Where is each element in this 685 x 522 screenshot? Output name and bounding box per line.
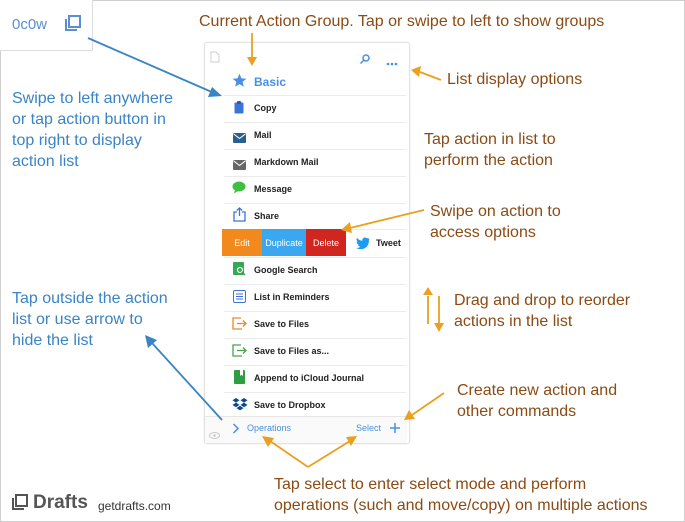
action-label: Google Search bbox=[254, 265, 318, 275]
operations-button[interactable]: Operations bbox=[247, 423, 292, 433]
eye-icon[interactable] bbox=[209, 426, 220, 444]
note-tap-action-1: Tap action in list to bbox=[424, 131, 556, 148]
word-count: 0c0w bbox=[12, 16, 48, 33]
drafts-logo-icon bbox=[12, 494, 28, 515]
action-row-message[interactable] bbox=[224, 176, 406, 204]
action-row-copy[interactable] bbox=[224, 95, 406, 123]
action-list-footer bbox=[205, 416, 407, 443]
list-display-options-icon[interactable] bbox=[386, 54, 398, 72]
action-label: Save to Files bbox=[254, 319, 310, 329]
share-icon bbox=[233, 207, 246, 227]
action-row-share[interactable] bbox=[224, 203, 406, 231]
note-swipe-left-4: action list bbox=[12, 153, 79, 170]
action-row-save-to-dropbox[interactable] bbox=[224, 392, 406, 420]
action-label: Save to Files as... bbox=[254, 346, 330, 356]
action-label: Share bbox=[254, 211, 280, 221]
document-icon bbox=[210, 50, 220, 68]
note-outside-3: hide the list bbox=[12, 332, 93, 349]
google-search-icon bbox=[233, 262, 246, 281]
brand-name: Drafts bbox=[33, 492, 88, 513]
note-outside-1: Tap outside the action bbox=[12, 290, 168, 307]
note-swipe-left-3: top right to display bbox=[12, 132, 142, 149]
note-display-options: List display options bbox=[447, 71, 583, 88]
current-action-group: Basic bbox=[254, 75, 287, 89]
plus-icon[interactable] bbox=[389, 421, 401, 439]
note-outside-2: list or use arrow to bbox=[12, 311, 143, 328]
action-row-save-to-files[interactable] bbox=[224, 311, 406, 339]
duplicate-button[interactable]: Duplicate bbox=[262, 229, 306, 256]
note-select-1: Tap select to enter select mode and perf… bbox=[274, 476, 587, 493]
note-swipe-left-1: Swipe to left anywhere bbox=[12, 90, 173, 107]
action-label: List in Reminders bbox=[254, 292, 330, 302]
search-icon[interactable] bbox=[359, 52, 371, 70]
list-icon bbox=[233, 290, 246, 308]
note-select-2: operations (such and move/copy) on multi… bbox=[274, 497, 648, 514]
star-icon bbox=[232, 73, 247, 93]
action-row-save-to-files-as[interactable] bbox=[224, 338, 406, 366]
copy-icon bbox=[234, 101, 244, 119]
note-drag-1: Drag and drop to reorder bbox=[454, 292, 631, 309]
note-drag-2: actions in the list bbox=[454, 313, 573, 330]
action-row-google-search[interactable] bbox=[224, 257, 406, 285]
journal-icon bbox=[234, 370, 245, 389]
save-files-as-icon bbox=[232, 344, 247, 362]
save-files-icon bbox=[232, 317, 247, 335]
note-create-1: Create new action and bbox=[457, 382, 618, 399]
message-icon bbox=[232, 181, 246, 199]
action-label: Tweet bbox=[376, 238, 401, 248]
note-current-group: Current Action Group. Tap or swipe to le… bbox=[199, 13, 605, 30]
action-label: Save to Dropbox bbox=[254, 400, 326, 410]
action-list-button-icon[interactable] bbox=[64, 14, 82, 37]
note-tap-action-2: perform the action bbox=[424, 152, 553, 169]
action-label: Markdown Mail bbox=[254, 157, 319, 167]
action-row-append-icloud-journal[interactable] bbox=[224, 365, 406, 393]
action-label: Mail bbox=[254, 130, 272, 140]
note-create-2: other commands bbox=[457, 403, 577, 420]
note-swipe-left-2: or tap action button in bbox=[12, 111, 166, 128]
note-swipe-1: Swipe on action to bbox=[430, 203, 561, 220]
action-label: Copy bbox=[254, 103, 277, 113]
brand-url: getdrafts.com bbox=[98, 499, 171, 513]
action-row-mail[interactable] bbox=[224, 122, 406, 150]
action-label: Append to iCloud Journal bbox=[254, 373, 364, 383]
action-label: Message bbox=[254, 184, 293, 194]
action-row-markdown-mail[interactable] bbox=[224, 149, 406, 177]
action-row-list-in-reminders[interactable] bbox=[224, 284, 406, 312]
markdown-mail-icon bbox=[233, 157, 246, 175]
edit-button[interactable]: Edit bbox=[222, 229, 262, 256]
mail-icon bbox=[233, 130, 246, 148]
chevron-right-icon[interactable] bbox=[232, 421, 240, 439]
word-count-box bbox=[0, 0, 93, 51]
twitter-icon bbox=[356, 236, 370, 254]
delete-button[interactable]: Delete bbox=[306, 229, 346, 256]
note-swipe-2: access options bbox=[430, 224, 536, 241]
dropbox-icon bbox=[232, 397, 248, 417]
select-button[interactable]: Select bbox=[356, 423, 382, 433]
